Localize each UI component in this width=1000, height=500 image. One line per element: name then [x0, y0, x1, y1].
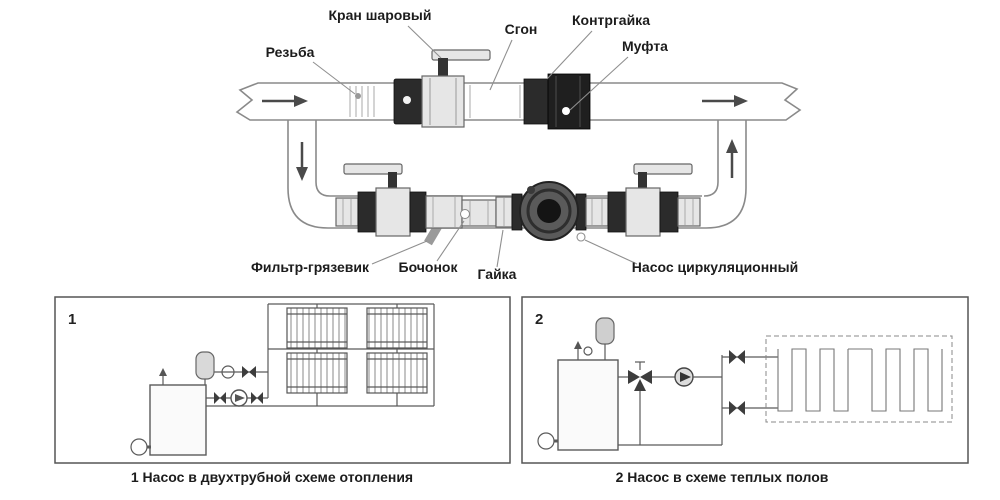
floor-heating-loops: [765, 335, 953, 423]
label-sgon: Сгон: [505, 21, 538, 37]
circulation-pump: [511, 181, 587, 241]
flow-arrow-left: [262, 95, 308, 107]
scheme-1: 1: [54, 296, 511, 464]
sgon-section: [469, 85, 521, 118]
coupling-fitting: [547, 73, 591, 130]
pump-1: [214, 389, 263, 407]
safety-valve-1: [159, 368, 167, 385]
barrel-nipple-fitting: [460, 199, 497, 227]
expansion-tank-2: [595, 317, 615, 360]
boiler-2: [537, 359, 619, 451]
valve-stem: [438, 58, 448, 76]
locknut-fitting: [523, 78, 549, 125]
air-separator-1: [221, 365, 256, 379]
leader-lines: [312, 25, 638, 268]
boiler-1: [130, 384, 207, 456]
flow-arrow-up: [726, 139, 738, 178]
union-after-pump: [585, 197, 609, 227]
label-ball-valve: Кран шаровый: [329, 7, 432, 23]
ball-valve-main: [393, 49, 491, 128]
radiators: [286, 307, 428, 394]
nut-fitting: [495, 196, 513, 228]
label-strainer: Фильтр-грязевик: [251, 259, 370, 275]
scheme-2-caption: 2 Насос в схеме теплых полов: [616, 469, 829, 485]
ball-valve-bypass-right: [607, 163, 701, 237]
label-thread: Резьба: [266, 44, 315, 60]
label-locknut: Контргайка: [572, 12, 650, 28]
bypass-pipes: [287, 120, 747, 229]
coupling-highlight: [562, 107, 570, 115]
label-nut: Гайка: [478, 266, 517, 282]
pump-pointer-dot: [576, 232, 586, 242]
main-pipe: [235, 82, 802, 121]
thread-pointer-dot: [355, 93, 361, 99]
label-circulation-pump: Насос циркуляционный: [632, 259, 798, 275]
flow-arrow-down: [296, 142, 308, 181]
mixing-valve-3way: [628, 361, 652, 391]
manifold-valve-top: [729, 350, 745, 364]
valve-nut-highlight: [403, 96, 411, 104]
strainer-fitting: [424, 195, 463, 246]
expansion-tank-1: [195, 351, 215, 385]
scheme-1-frame: [54, 296, 511, 464]
scheme-2: 2: [521, 296, 969, 464]
scheme-2-number: 2: [535, 311, 543, 328]
label-barrel: Бочонок: [399, 259, 459, 275]
label-coupling: Муфта: [622, 38, 668, 54]
flow-arrow-right: [702, 95, 748, 107]
scheme-1-caption: 1 Насос в двухтрубной схеме отопления: [131, 469, 413, 485]
thread-marks: [349, 86, 375, 117]
scheme-1-number: 1: [68, 311, 76, 328]
pump-2: [674, 367, 694, 387]
manifold-valve-bottom: [729, 401, 745, 415]
valve-handle: [431, 49, 491, 61]
ball-valve-bypass-left: [335, 163, 427, 237]
safety-valve-2: [574, 341, 593, 360]
